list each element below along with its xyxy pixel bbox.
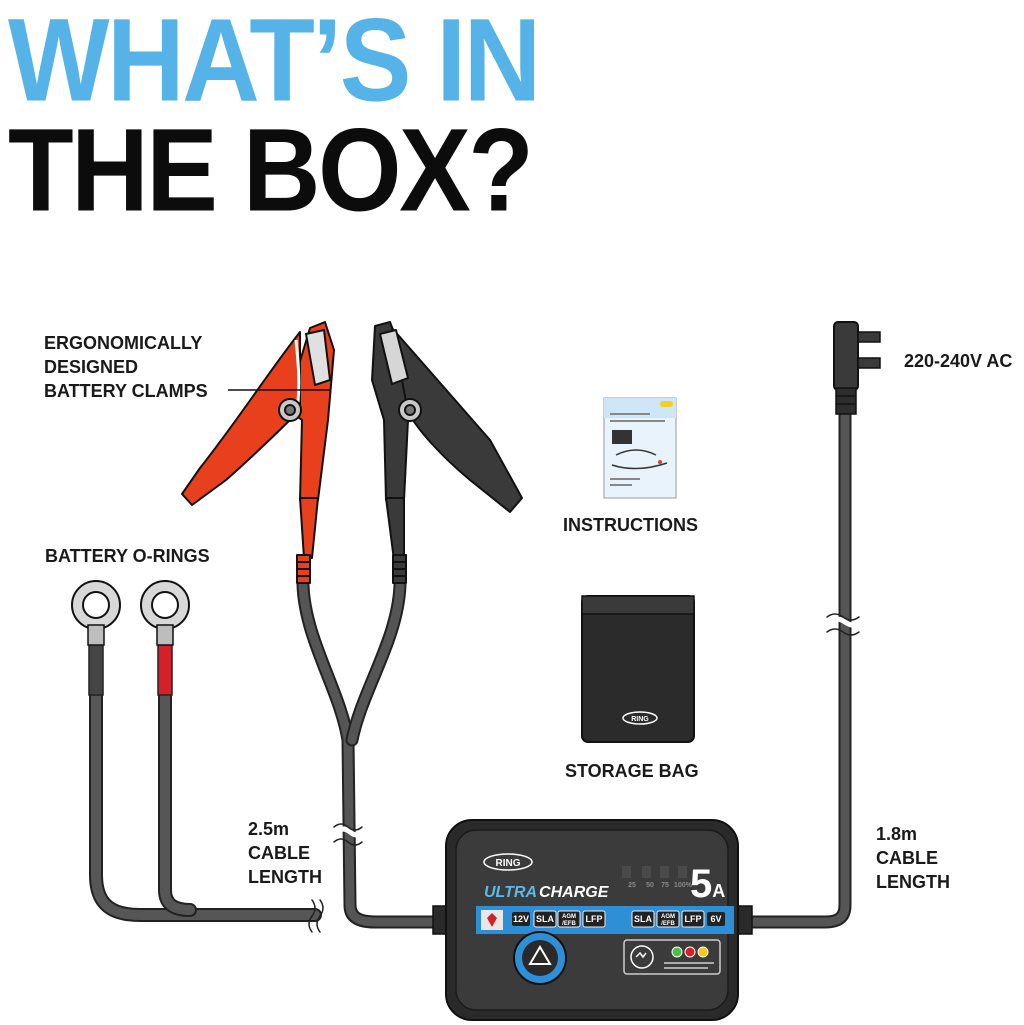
cable-left-line-3: LENGTH xyxy=(248,867,322,887)
o-rings-label: BATTERY O-RINGS xyxy=(45,546,210,566)
clamps-label-line-2: DESIGNED xyxy=(44,357,139,377)
svg-text:LFP: LFP xyxy=(685,914,702,924)
clamps-label-line-1: ERGONOMICALLY xyxy=(44,333,203,353)
triangle-icon xyxy=(528,945,552,965)
black-battery-clamp xyxy=(371,321,523,584)
svg-text:75: 75 xyxy=(661,882,669,889)
o-ring-black xyxy=(71,580,121,646)
storage-bag-label: STORAGE BAG xyxy=(565,761,699,781)
svg-text:100%: 100% xyxy=(674,882,693,889)
ac-voltage-label: 220-240V AC xyxy=(904,351,1013,371)
svg-text:/EFB: /EFB xyxy=(562,921,576,927)
red-battery-clamp xyxy=(181,321,335,584)
cable-right-line-2: CABLE xyxy=(876,848,938,868)
cable-left-line-1: 2.5m xyxy=(248,819,290,839)
instructions-label: INSTRUCTIONS xyxy=(563,515,698,535)
instructions-booklet xyxy=(603,397,677,499)
storage-bag: RING xyxy=(581,595,695,743)
svg-text:50: 50 xyxy=(646,882,654,889)
clamps-label-line-3: BATTERY CLAMPS xyxy=(44,381,208,401)
headline-line-1: WHAT’S IN xyxy=(8,0,541,127)
cable-right-line-1: 1.8m xyxy=(876,824,918,844)
cable-right-line-3: LENGTH xyxy=(876,872,950,892)
cable-right-label: 1.8m CABLE LENGTH xyxy=(876,822,950,894)
svg-text:AGM: AGM xyxy=(661,914,675,920)
ac-cable xyxy=(728,403,864,929)
svg-text:RING: RING xyxy=(496,858,521,869)
svg-text:/EFB: /EFB xyxy=(661,921,675,927)
headline-line-2: THE BOX? xyxy=(8,104,534,237)
bag-logo xyxy=(622,711,658,725)
svg-text:AGM: AGM xyxy=(562,914,576,920)
cable-left-line-2: CABLE xyxy=(248,843,310,863)
charge-level-indicators: 25 50 75 100% xyxy=(622,866,693,889)
svg-text:6V: 6V xyxy=(710,914,721,924)
engine-icon xyxy=(630,945,654,969)
o-ring-red xyxy=(140,580,190,646)
clamps-label: ERGONOMICALLY DESIGNED BATTERY CLAMPS xyxy=(44,331,208,403)
svg-text:25: 25 xyxy=(628,882,636,889)
svg-text:12V: 12V xyxy=(513,914,529,924)
svg-text:SLA: SLA xyxy=(634,914,653,924)
svg-text:SLA: SLA xyxy=(536,914,555,924)
charger-brand-logo xyxy=(483,853,533,871)
svg-text:RING: RING xyxy=(631,716,649,723)
mains-plug-icon xyxy=(833,321,881,415)
status-panel xyxy=(623,939,721,975)
charger-rating: 5A xyxy=(690,862,725,906)
cable-left-label: 2.5m CABLE LENGTH xyxy=(248,817,322,889)
svg-text:LFP: LFP xyxy=(586,914,603,924)
mode-select-button[interactable] xyxy=(513,931,567,985)
battery-o-rings xyxy=(71,580,190,646)
clamp-cables xyxy=(296,578,459,929)
